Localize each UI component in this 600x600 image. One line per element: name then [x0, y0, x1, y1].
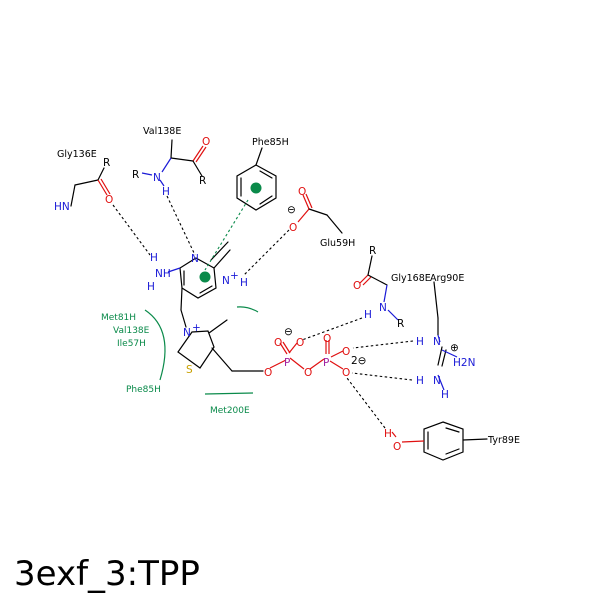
atom-labels: R O HN O R R N H O O ⊖ N N + H H NH H N … [54, 136, 475, 453]
atom-n-arg90e-1: N [433, 336, 441, 348]
atom-o-p2a: O [323, 333, 331, 345]
hbond-gly136e [112, 204, 151, 256]
hydrophobic-val138e: Val138E [113, 326, 150, 336]
atom-o-p1b: O [296, 337, 304, 349]
atom-n-val138e: N [153, 172, 161, 184]
atom-p1: P [284, 357, 290, 369]
hbond-glu59h [242, 229, 290, 277]
atom-o-gly168e: O [353, 280, 361, 292]
hydrophobic-phe85h: Phe85H [126, 385, 161, 395]
residue-arg90e: Arg90E [430, 273, 464, 284]
atom-o-p2b: O [342, 346, 350, 358]
residue-phe85h: Phe85H [252, 137, 289, 148]
pi-stack-phe85h [204, 199, 249, 271]
hbond-arg90e-1 [352, 340, 414, 349]
atom-h-val138e: H [162, 186, 170, 198]
atom-o-bridge: O [304, 367, 312, 379]
hydrophobic-labels: Met81H Val138E Ile57H Phe85H Met200E [101, 313, 250, 416]
atom-o-tyr89e: O [393, 441, 401, 453]
atom-o-p2c: O [342, 367, 350, 379]
charge-plus-thiazole: + [192, 322, 201, 334]
atom-p2: P [323, 357, 329, 369]
atom-h-n-plus: H [240, 277, 248, 289]
atom-n-plus: N [222, 275, 230, 287]
atom-r-val138e: R [199, 175, 206, 187]
charge-plus-n: + [230, 270, 239, 282]
pi-centroid-phe85h [250, 182, 262, 194]
atom-n-gly168e: N [379, 302, 387, 314]
residue-tyr89e: Tyr89E [487, 435, 520, 446]
atom-h2n-arg90e: H2N [453, 357, 475, 369]
hbond-arg90e-2 [351, 372, 413, 381]
atom-o-glu59h-2: O [289, 222, 297, 234]
atom-hn-gly136e: HN [54, 201, 70, 213]
atom-h-gly168e: H [364, 309, 372, 321]
charge-2minus: 2⊖ [351, 355, 366, 367]
hbond-val138e [166, 195, 196, 256]
atom-r-val138e-n: R [132, 169, 139, 181]
charge-minus-p1: ⊖ [284, 326, 293, 338]
atom-s-thiazole: S [186, 364, 193, 376]
residue-labels: Gly136E Val138E Phe85H Glu59H Gly168E Ar… [57, 126, 520, 446]
residue-gly136e: Gly136E [57, 149, 97, 160]
pi-centroid-pyrimidine [199, 271, 211, 283]
atom-h-arg90e-3: H [441, 389, 449, 401]
interactions [112, 195, 414, 429]
atom-h-tyr89e: H [384, 428, 392, 440]
hbond-tyr89e [346, 377, 386, 429]
page-title: 3exf_3:TPP [14, 554, 200, 594]
hydrophobic-met81h: Met81H [101, 313, 136, 323]
bonds [70, 139, 488, 461]
residue-val138e: Val138E [143, 126, 181, 137]
hbond-gly168e [301, 317, 363, 341]
atom-o-val138e: O [202, 136, 210, 148]
hydrophobic-contacts [144, 306, 259, 395]
atom-o-p1a: O [274, 337, 282, 349]
charge-plus-arg90e: ⊕ [450, 342, 459, 354]
atom-h-arg90e-2: H [416, 375, 424, 387]
atom-n-thiazole: N [183, 327, 191, 339]
atom-o-gly136e: O [105, 194, 113, 206]
charge-minus-glu59h: ⊖ [287, 204, 296, 216]
atom-h-amine-2: H [147, 281, 155, 293]
hydrophobic-arc-phe85h [144, 309, 166, 381]
atom-n-arg90e-2: N [433, 375, 441, 387]
residue-glu59h: Glu59H [320, 238, 355, 249]
atom-h-amine-1: H [150, 252, 158, 264]
hydrophobic-arc-small [236, 306, 259, 313]
atom-r-gly168e-n: R [397, 318, 404, 330]
atom-n1: N [191, 253, 199, 265]
atom-o-glu59h-1: O [298, 186, 306, 198]
atom-nh-amine: NH [155, 268, 171, 280]
residue-gly168e: Gly168E [391, 273, 431, 284]
atom-h-arg90e-1: H [416, 336, 424, 348]
atom-r-gly136e: R [103, 157, 110, 169]
hydrophobic-met200e: Met200E [210, 406, 250, 416]
atom-r-gly168e: R [369, 245, 376, 257]
hydrophobic-ile57h: Ile57H [117, 339, 146, 349]
atom-o-ester: O [264, 367, 272, 379]
hydrophobic-arc-met200e [204, 392, 254, 395]
